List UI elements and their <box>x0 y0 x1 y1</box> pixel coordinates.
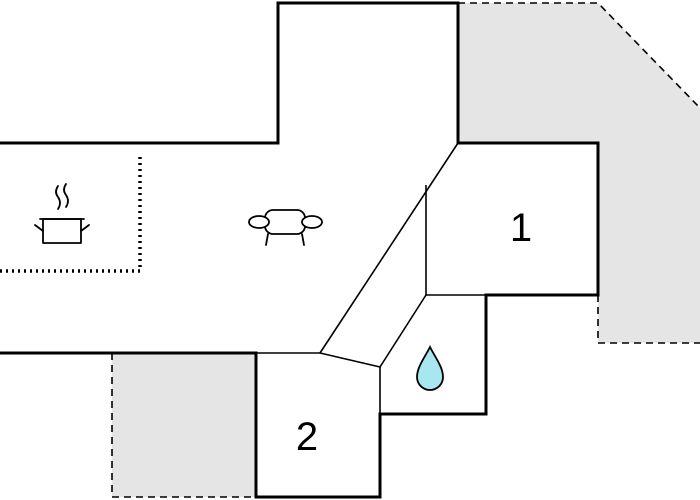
terrace-south-outline <box>111 353 256 498</box>
terrace-east <box>458 3 700 343</box>
bath-diagonal-wall <box>379 294 427 368</box>
kitchen-partition <box>0 155 142 273</box>
water-drop-icon <box>416 344 444 391</box>
room-1-label: 1 <box>510 206 532 250</box>
room-2-label: 2 <box>296 415 318 459</box>
terrace-south <box>112 353 256 497</box>
cooking-pot-icon <box>34 183 90 244</box>
terrace-east-outline-lower <box>597 295 700 344</box>
outer-wall-north <box>0 1 600 499</box>
sofa-icon <box>248 209 323 246</box>
diagonal-wall <box>319 142 459 354</box>
hall-south-wall <box>319 352 381 368</box>
